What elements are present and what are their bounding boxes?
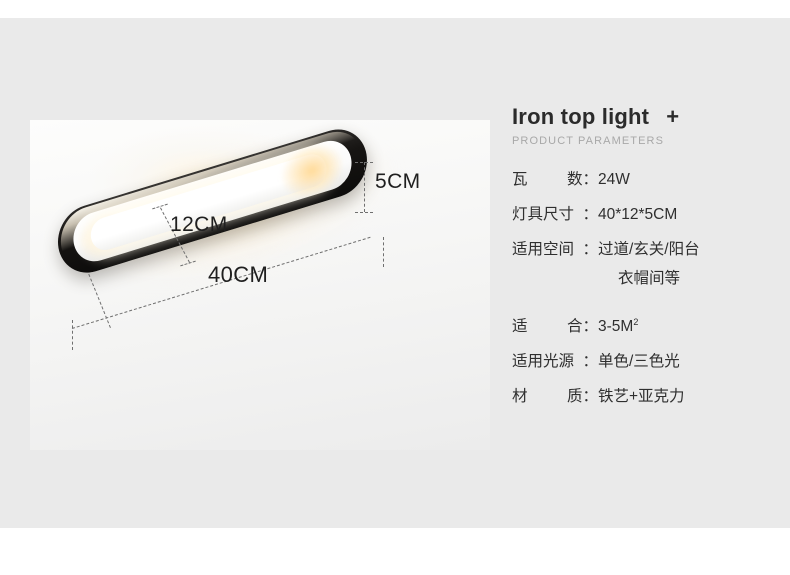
page-title: Iron top light: [512, 104, 650, 129]
spec-label-b: ：: [582, 241, 598, 258]
spec-label-a: 瓦: [512, 171, 528, 188]
spec-label-b: 合：: [566, 318, 598, 335]
spec-value-continuation: 衣帽间等: [618, 270, 681, 287]
spec-label-a: 适用光源: [512, 353, 575, 370]
dim-tick-height-top: [355, 162, 373, 163]
spec-value: 单色/三色光: [598, 353, 680, 370]
dim-label-length: 40CM: [208, 262, 269, 287]
spec-value: 24W: [598, 171, 630, 188]
spec-list: 瓦 数： 24W 灯具尺寸 ： 40*12*5CM 适用空间: [512, 167, 780, 406]
page-subtitle: PRODUCT PARAMETERS: [512, 135, 665, 147]
spec-label-b: ：: [582, 353, 598, 370]
spec-value: 铁艺+亚克力: [598, 388, 685, 405]
dim-label-height: 5CM: [375, 170, 421, 193]
spec-row-wattage: 瓦 数： 24W: [512, 167, 780, 189]
spec-value: 40*12*5CM: [598, 206, 678, 223]
dim-tick-length-right: [383, 237, 384, 267]
spec-row-space: 适用空间 ： 过道/玄关/阳台: [512, 237, 780, 259]
spec-label-a: 适: [512, 318, 528, 335]
spec-label: 适 合：: [512, 314, 598, 336]
spec-label: 灯具尺寸 ：: [512, 202, 598, 224]
spec-row-size: 灯具尺寸 ： 40*12*5CM: [512, 202, 780, 224]
dim-line-height: [364, 162, 365, 212]
spec-label-a: 灯具尺寸: [512, 206, 575, 223]
spec-panel: Iron top light + PRODUCT PARAMETERS 瓦 数：…: [512, 104, 780, 419]
spec-row-material: 材 质： 铁艺+亚克力: [512, 384, 780, 406]
spec-row-area: 适 合： 3-5M2: [512, 314, 780, 336]
spec-label-b: ：: [582, 206, 598, 223]
spec-label: 瓦 数：: [512, 167, 598, 189]
dim-tick-length-left: [72, 320, 73, 350]
spec-label-b: 质：: [566, 388, 598, 405]
dim-label-width: 12CM: [170, 213, 228, 236]
spec-label-a: 材: [512, 388, 528, 405]
product-image: 5CM 12CM 40CM: [30, 120, 490, 450]
spec-row-lightsource: 适用光源 ： 单色/三色光: [512, 349, 780, 371]
plus-icon: +: [666, 104, 680, 129]
spec-label-b: 数：: [566, 171, 598, 188]
spec-value: 过道/玄关/阳台: [598, 241, 700, 258]
spec-label: 适用光源 ：: [512, 349, 598, 371]
title-row: Iron top light +: [512, 104, 780, 130]
spec-label: 材 质：: [512, 384, 598, 406]
spec-value: 3-5M2: [598, 316, 639, 335]
spec-label: 适用空间 ：: [512, 237, 598, 259]
spec-label-a: 适用空间: [512, 241, 575, 258]
dim-tick-height-bottom: [355, 212, 373, 213]
